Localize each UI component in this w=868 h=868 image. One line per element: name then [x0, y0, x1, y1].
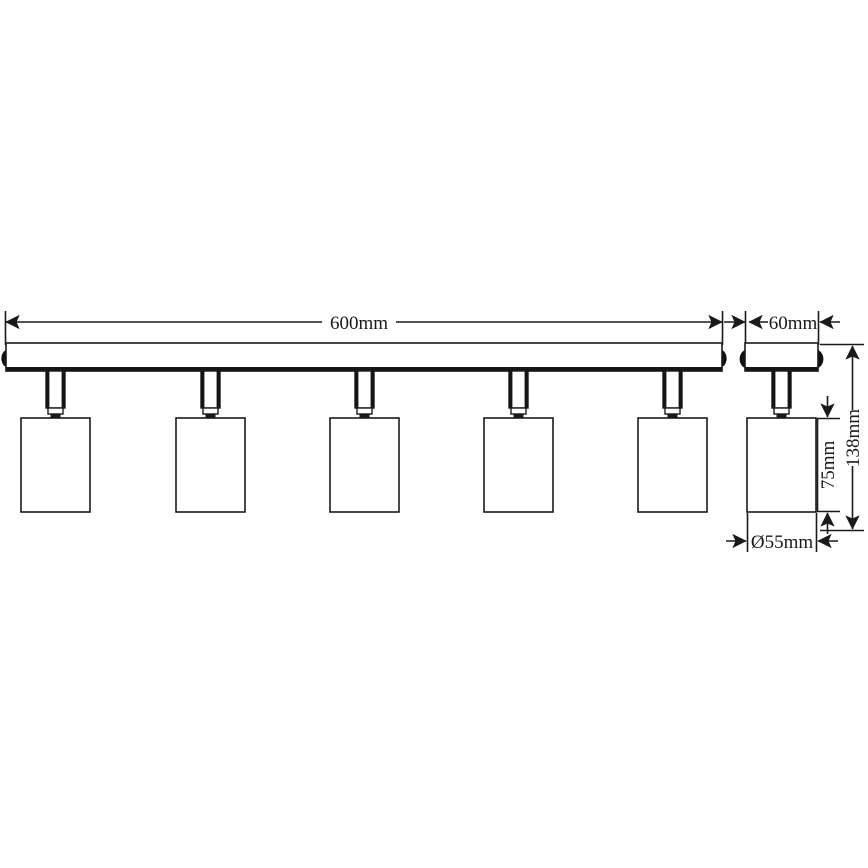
- arm-collar: [773, 407, 790, 415]
- dimension-bar-length: 600mm: [4, 311, 724, 345]
- side-view-spot-head: [746, 417, 817, 513]
- arm-edge-right: [370, 371, 374, 408]
- spot-head: [175, 417, 246, 513]
- arm-collar: [510, 407, 527, 415]
- front-view-mounting-bar: [1, 342, 727, 372]
- arm-knuckle: [50, 413, 61, 419]
- spot-arm-4: [508, 370, 529, 419]
- arm-edge-right: [524, 371, 528, 408]
- dimension-head-height: 75mm: [816, 396, 840, 534]
- side-view-spot-assembly: [746, 370, 817, 513]
- base-plate-cap-left: [739, 350, 745, 368]
- arm-edge-left: [46, 371, 50, 408]
- arm-edge-right: [678, 371, 682, 408]
- base-plate-body: [744, 342, 819, 372]
- dimension-bar-depth: 60mm: [724, 311, 840, 345]
- bar-end-cap-right: [722, 350, 727, 367]
- dimension-head-diameter: Ø55mm: [726, 513, 838, 553]
- bar-bottom-shadow-edge: [6, 367, 722, 372]
- arm-edge-left: [201, 371, 205, 408]
- side-view-spot-arm: [771, 370, 792, 419]
- spot-arm-3: [354, 370, 375, 419]
- dimension-label-bar-depth: 60mm: [769, 313, 818, 334]
- arm-knuckle: [513, 413, 524, 419]
- arm-collar: [664, 407, 681, 415]
- arm-collar: [202, 407, 219, 415]
- arm-edge-right: [61, 371, 65, 408]
- dimension-label-head-diameter: Ø55mm: [751, 532, 814, 553]
- arm-collar: [47, 407, 64, 415]
- arm-collar: [356, 407, 373, 415]
- dimension-label-bar-length: 600mm: [330, 313, 388, 334]
- arm-knuckle: [776, 413, 787, 419]
- bar-body: [5, 342, 723, 372]
- dimension-total-height: 138mm: [820, 343, 864, 532]
- bar-end-cap-left: [1, 350, 6, 367]
- spot-arm-5: [662, 370, 683, 419]
- arm-knuckle: [205, 413, 216, 419]
- base-plate-bottom-shadow-edge: [745, 367, 818, 372]
- arm-knuckle: [359, 413, 370, 419]
- arm-edge-right: [787, 371, 791, 408]
- dimension-label-total-height: 138mm: [843, 409, 864, 467]
- spot-assembly-5: [637, 370, 708, 513]
- arm-edge-left: [355, 371, 359, 408]
- arm-edge-right: [216, 371, 220, 408]
- arm-edge-left: [663, 371, 667, 408]
- side-view-base-plate: [739, 342, 824, 372]
- arm-knuckle: [667, 413, 678, 419]
- spot-arm-2: [200, 370, 221, 419]
- base-plate-cap-right: [818, 350, 824, 368]
- arm-edge-left: [772, 371, 776, 408]
- dimension-label-head-height: 75mm: [818, 441, 839, 490]
- spot-assembly-3: [329, 370, 400, 513]
- spot-head: [20, 417, 91, 513]
- arm-edge-left: [509, 371, 513, 408]
- spot-assembly-4: [483, 370, 554, 513]
- spot-head: [329, 417, 400, 513]
- spot-assembly-2: [175, 370, 246, 513]
- spot-head: [483, 417, 554, 513]
- spot-head: [637, 417, 708, 513]
- spot-assembly-1: [20, 370, 91, 513]
- spot-arm-1: [45, 370, 66, 419]
